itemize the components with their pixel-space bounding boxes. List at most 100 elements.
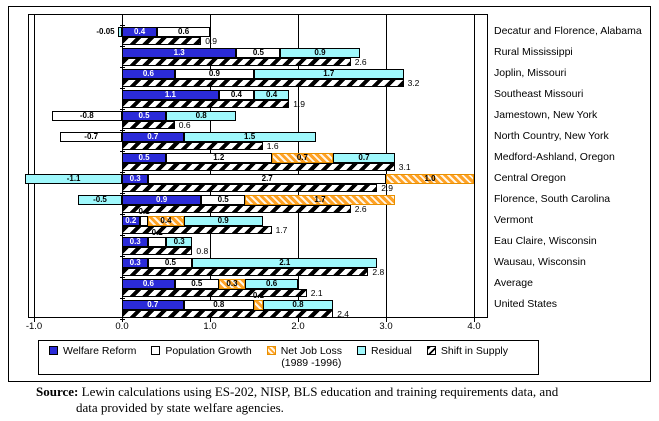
zero-axis-tick bbox=[120, 46, 125, 47]
x-axis-tick-label: 4.0 bbox=[467, 321, 481, 332]
bar-segment-population_growth: 0.8 bbox=[183, 300, 254, 310]
category-label: Rural Mississippi bbox=[494, 46, 573, 58]
x-axis-tick bbox=[210, 318, 211, 322]
bar-shift-in-supply bbox=[122, 58, 351, 66]
legend-swatch-population_growth-icon bbox=[151, 346, 161, 355]
bar-segment-population_growth: 0.5 bbox=[236, 48, 281, 58]
shift-total-label: 2.6 bbox=[354, 57, 367, 67]
legend-item-residual: Residual bbox=[357, 345, 412, 357]
bar-segment-welfare_reform: 1.3 bbox=[122, 48, 237, 58]
zero-axis-tick bbox=[120, 256, 125, 257]
bar-segment-welfare_reform: 0.3 bbox=[122, 237, 149, 247]
legend-swatch-residual-icon bbox=[357, 346, 367, 355]
bar-segment-residual: 0.8 bbox=[166, 111, 237, 121]
bar-shift-in-supply bbox=[122, 184, 378, 192]
bar-segment-residual: 2.1 bbox=[192, 258, 378, 268]
shift-total-label: 2.9 bbox=[381, 183, 394, 193]
bar-segment-population_growth: 1.2 bbox=[166, 153, 272, 163]
category-label: United States bbox=[494, 298, 558, 310]
bar-segment-welfare_reform: 0.3 bbox=[122, 258, 149, 268]
bar-segment-welfare_reform: 0.6 bbox=[122, 69, 175, 79]
bar-segment-population_growth: -0.7 bbox=[60, 132, 122, 142]
bar-segment-residual: -1.1 bbox=[25, 174, 122, 184]
gridline bbox=[34, 15, 35, 317]
legend-label: Population Growth bbox=[165, 345, 252, 357]
legend-item-net_job_loss: Net Job Loss(1989 -1996) bbox=[266, 345, 342, 369]
bar-segment-residual: 0.3 bbox=[166, 237, 193, 247]
bar-segment-residual: 0.9 bbox=[183, 216, 263, 226]
bar-segment-net_job_loss: 1.7 bbox=[245, 195, 395, 205]
shift-total-label: 1.7 bbox=[275, 225, 288, 235]
chart-outer-border bbox=[8, 6, 651, 382]
source-note: Source: Lewin calculations using ES-202,… bbox=[36, 384, 636, 416]
category-label: Eau Claire, Wisconsin bbox=[494, 235, 597, 247]
gridline bbox=[474, 15, 475, 317]
legend-label: Residual bbox=[371, 345, 412, 357]
category-label: Medford-Ashland, Oregon bbox=[494, 151, 615, 163]
bar-segment-net_job_loss bbox=[254, 300, 263, 310]
zero-axis-tick bbox=[120, 151, 125, 152]
zero-axis-tick bbox=[120, 67, 125, 68]
bar-segment-population_growth: 0.5 bbox=[201, 195, 246, 205]
bar-segment-welfare_reform: 0.7 bbox=[122, 300, 184, 310]
legend-swatch-shift_in_supply-icon bbox=[426, 346, 436, 355]
category-label: Wausau, Wisconsin bbox=[494, 256, 586, 268]
bar-shift-in-supply bbox=[122, 226, 272, 234]
bar-shift-in-supply bbox=[122, 163, 395, 171]
bar-segment-welfare_reform: 0.7 bbox=[122, 132, 184, 142]
bar-value-label: 0.1 bbox=[138, 207, 150, 216]
bar-shift-in-supply bbox=[122, 268, 369, 276]
bar-shift-in-supply bbox=[122, 205, 351, 213]
category-label: Average bbox=[494, 277, 533, 289]
source-line1: Source: Lewin calculations using ES-202,… bbox=[36, 384, 636, 400]
bar-shift-in-supply bbox=[122, 247, 193, 255]
zero-axis-tick bbox=[120, 214, 125, 215]
source-label: Source: bbox=[36, 384, 79, 399]
category-label: Joplin, Missouri bbox=[494, 67, 567, 79]
source-text: Lewin calculations using ES-202, NISP, B… bbox=[78, 384, 559, 399]
shift-total-label: 2.1 bbox=[310, 288, 323, 298]
bar-shift-in-supply bbox=[122, 289, 307, 297]
legend-label: Shift in Supply bbox=[440, 345, 508, 357]
bar-segment-population_growth: 0.5 bbox=[148, 258, 193, 268]
bar-value-label: -0.05 bbox=[96, 27, 115, 36]
zero-axis-tick bbox=[120, 235, 125, 236]
bar-segment-residual: 0.6 bbox=[245, 279, 298, 289]
shift-total-label: 2.8 bbox=[372, 267, 385, 277]
bar-segment-population_growth: 0.5 bbox=[174, 279, 219, 289]
x-axis-tick-label: 1.0 bbox=[203, 321, 217, 332]
legend-item-population_growth: Population Growth bbox=[151, 345, 252, 357]
bar-shift-in-supply bbox=[122, 100, 290, 108]
category-label: Southeast Missouri bbox=[494, 88, 584, 100]
bar-segment-welfare_reform: 1.1 bbox=[122, 90, 219, 100]
bar-segment-population_growth: 0.9 bbox=[174, 69, 254, 79]
legend-label: Welfare Reform bbox=[63, 345, 137, 357]
bar-segment-net_job_loss: 1.0 bbox=[386, 174, 474, 184]
source-line2: data provided by state welfare agencies. bbox=[76, 400, 284, 415]
bar-segment-welfare_reform: 0.5 bbox=[122, 111, 166, 121]
zero-axis-tick bbox=[120, 88, 125, 89]
bar-segment-residual: 0.9 bbox=[280, 48, 360, 58]
shift-total-label: 0.9 bbox=[205, 36, 218, 46]
bar-segment-welfare_reform: 0.2 bbox=[122, 216, 140, 226]
legend-item-shift_in_supply: Shift in Supply bbox=[426, 345, 508, 357]
category-label: Jamestown, New York bbox=[494, 109, 598, 121]
zero-axis-tick bbox=[120, 25, 125, 26]
bar-shift-in-supply bbox=[122, 142, 263, 150]
bar-segment-population_growth: 0.4 bbox=[218, 90, 254, 100]
category-label: Florence, South Carolina bbox=[494, 193, 611, 205]
bar-segment-population_growth bbox=[139, 216, 149, 226]
bar-shift-in-supply bbox=[122, 37, 202, 45]
legend-item-welfare_reform: Welfare Reform bbox=[49, 345, 136, 357]
x-axis-tick bbox=[122, 318, 123, 322]
bar-segment-net_job_loss: 0.3 bbox=[218, 279, 246, 289]
bar-segment-net_job_loss: 0.7 bbox=[271, 153, 334, 163]
shift-total-label: 2.4 bbox=[337, 309, 350, 319]
shift-total-label: 3.1 bbox=[398, 162, 411, 172]
bar-segment-population_growth: 2.7 bbox=[148, 174, 386, 184]
bar-segment-residual: 0.8 bbox=[262, 300, 334, 310]
bar-segment-welfare_reform: 0.5 bbox=[122, 153, 166, 163]
shift-total-label: 0.8 bbox=[196, 246, 209, 256]
